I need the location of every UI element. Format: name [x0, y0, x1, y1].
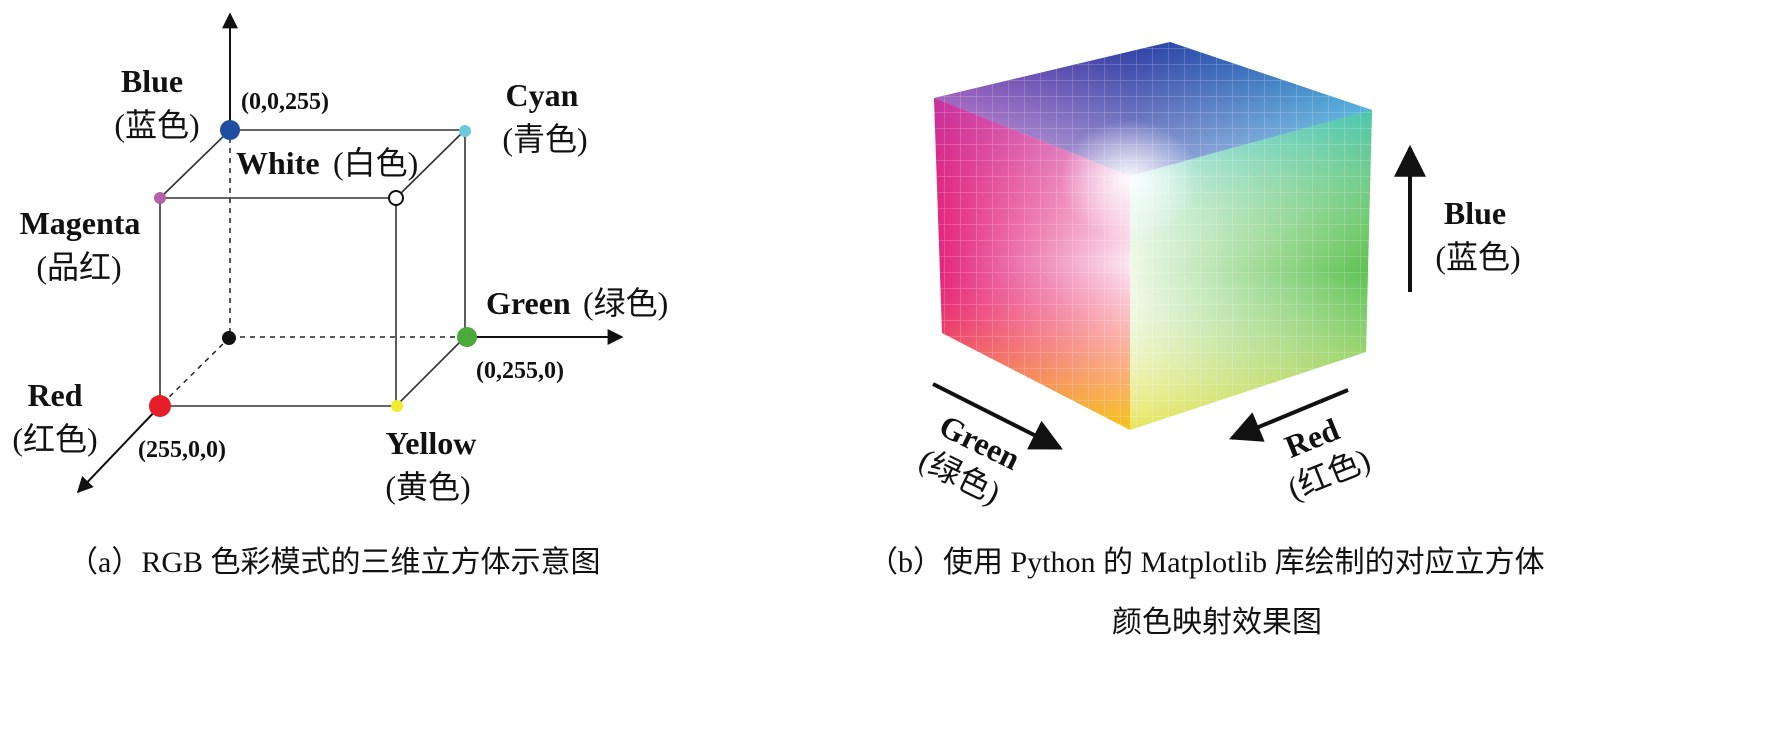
cube-edges [159, 129, 466, 407]
hidden-edge-red [159, 336, 231, 407]
red-label-cn: (红色) [12, 421, 97, 457]
caption-a: （a）RGB 色彩模式的三维立方体示意图 [68, 546, 601, 579]
vertex-blue [220, 120, 240, 140]
cyan-label-en: Cyan [506, 77, 579, 113]
blue-coord: (0,0,255) [241, 89, 329, 115]
caption-b-line1: （b）使用 Python 的 Matplotlib 库绘制的对应立方体 [868, 546, 1545, 579]
green-direction-arrow [932, 382, 1063, 450]
panel-b-blue-cn: (蓝色) [1435, 239, 1520, 275]
rgb-cube-diagram: Blue (蓝色) (0,0,255) Cyan (青色) White (白色)… [12, 12, 668, 505]
yellow-label-cn: (黄色) [385, 469, 470, 505]
matplotlib-color-cube: Blue (蓝色) Green (绿色) Red (红色) [914, 42, 1521, 511]
red-label-en: Red [27, 377, 82, 413]
vertex-white [388, 190, 404, 206]
caption-b-line2: 颜色映射效果图 [1112, 606, 1322, 639]
white-label-en: White [236, 145, 320, 181]
white-label-cn: (白色) [333, 145, 418, 181]
vertex-red [149, 395, 171, 417]
red-direction-arrow [1229, 388, 1349, 442]
cyan-label-cn: (青色) [502, 121, 587, 157]
vertex-yellow [391, 400, 403, 412]
green-label-en: Green [486, 285, 571, 321]
panel-b-blue-en: Blue [1444, 195, 1506, 231]
vertex-green [457, 327, 477, 347]
blue-label-en: Blue [121, 63, 183, 99]
red-axis [76, 405, 161, 494]
blue-label-cn: (蓝色) [114, 107, 199, 143]
vertex-black [222, 331, 236, 345]
vertex-magenta [154, 192, 166, 204]
yellow-label-en: Yellow [386, 425, 477, 461]
magenta-label-en: Magenta [20, 205, 141, 241]
magenta-label-cn: (品红) [36, 249, 121, 285]
vertex-cyan [459, 125, 471, 137]
red-coord: (255,0,0) [138, 437, 226, 463]
green-label-cn: (绿色) [583, 285, 668, 321]
green-coord: (0,255,0) [476, 358, 564, 384]
